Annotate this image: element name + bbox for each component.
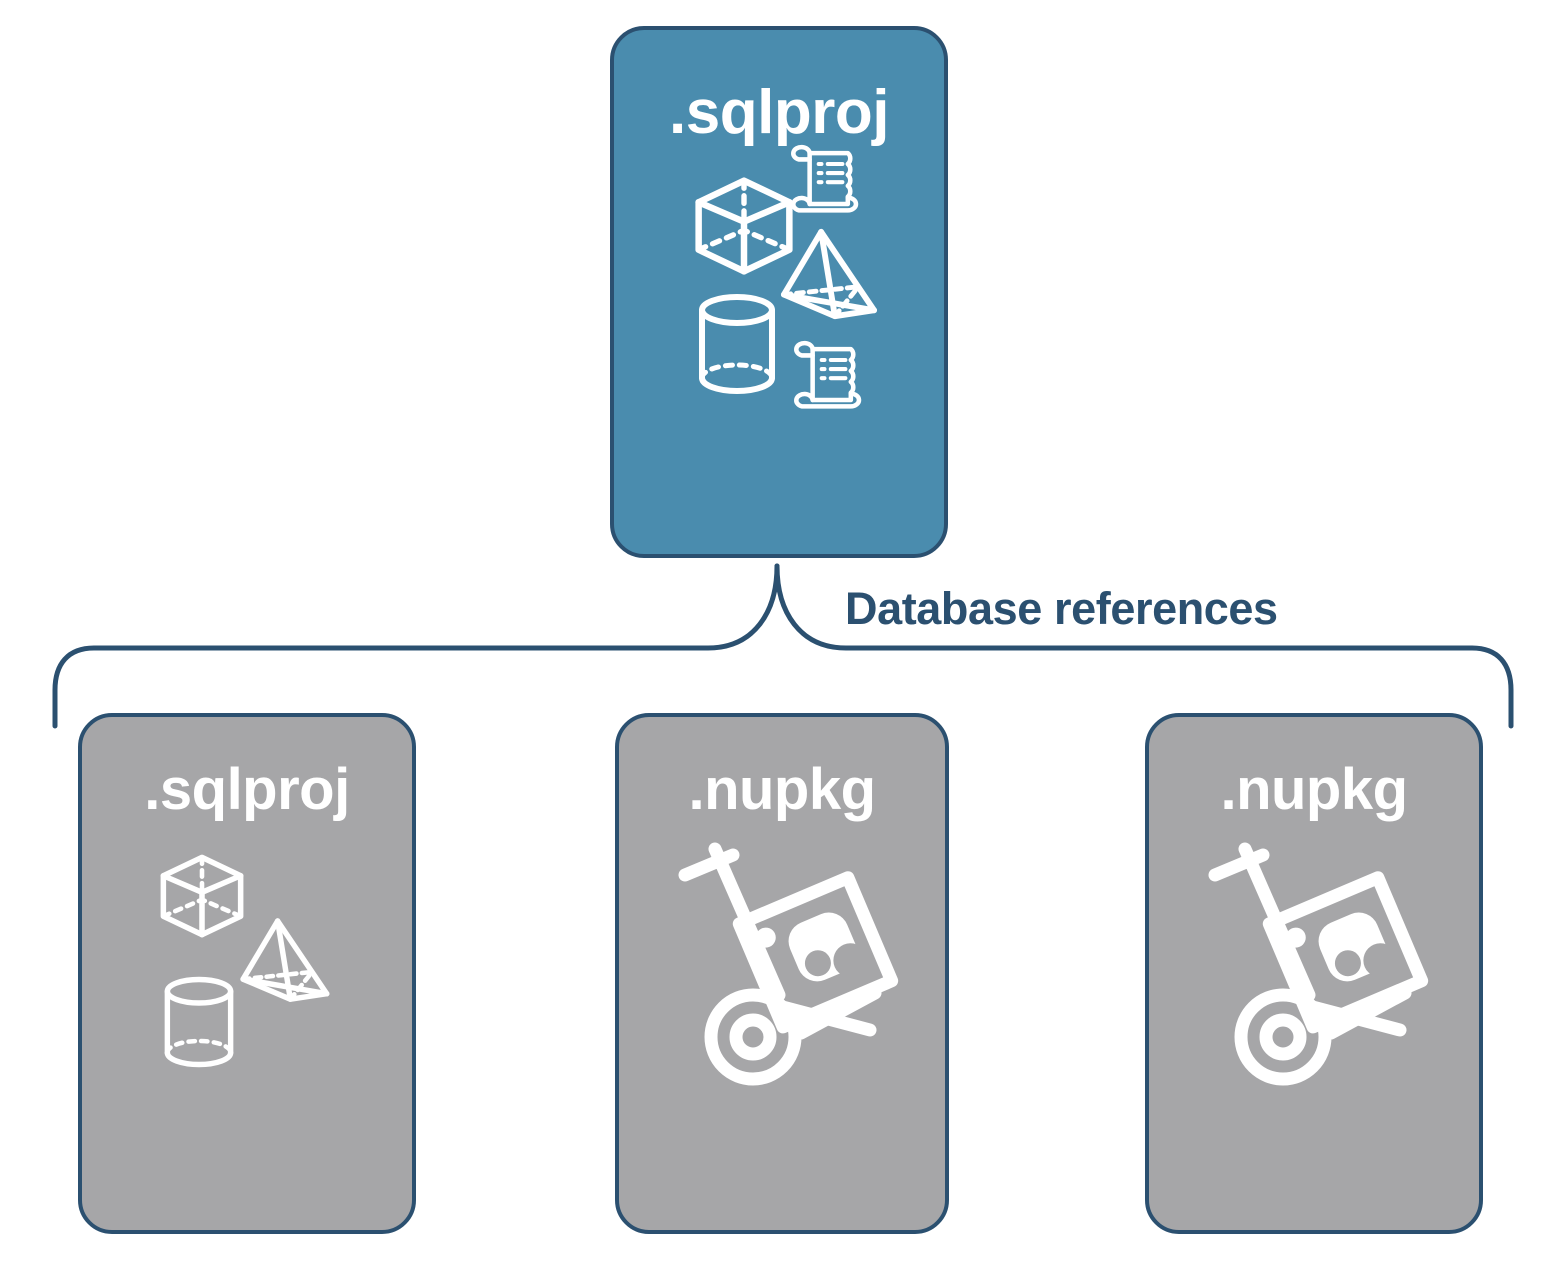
cylinder-icon xyxy=(699,294,775,394)
hand-truck-package-icon xyxy=(1208,842,1429,1086)
node-sqlproj-reference[interactable]: .sqlproj xyxy=(78,713,416,1234)
node-artwork xyxy=(614,144,944,554)
pyramid-icon xyxy=(780,228,878,320)
connector-label: Database references xyxy=(845,583,1278,634)
node-artwork xyxy=(82,819,412,1230)
node-title: .nupkg xyxy=(688,757,876,822)
node-title: .sqlproj xyxy=(669,78,889,147)
scroll-icon xyxy=(794,340,862,409)
cube-icon xyxy=(160,854,244,938)
hand-truck-package-icon xyxy=(678,842,899,1086)
pyramid-icon xyxy=(240,918,330,1002)
node-artwork xyxy=(619,819,945,1230)
node-nupkg-reference[interactable]: .nupkg xyxy=(1145,713,1483,1234)
node-artwork xyxy=(1149,819,1479,1230)
node-title: .nupkg xyxy=(1220,757,1408,822)
node-nupkg-reference[interactable]: .nupkg xyxy=(615,713,949,1234)
cylinder-icon xyxy=(164,976,234,1068)
node-sqlproj-root[interactable]: .sqlproj xyxy=(610,26,948,558)
node-title: .sqlproj xyxy=(144,757,350,822)
cube-icon xyxy=(695,177,793,275)
scroll-icon xyxy=(791,144,859,213)
